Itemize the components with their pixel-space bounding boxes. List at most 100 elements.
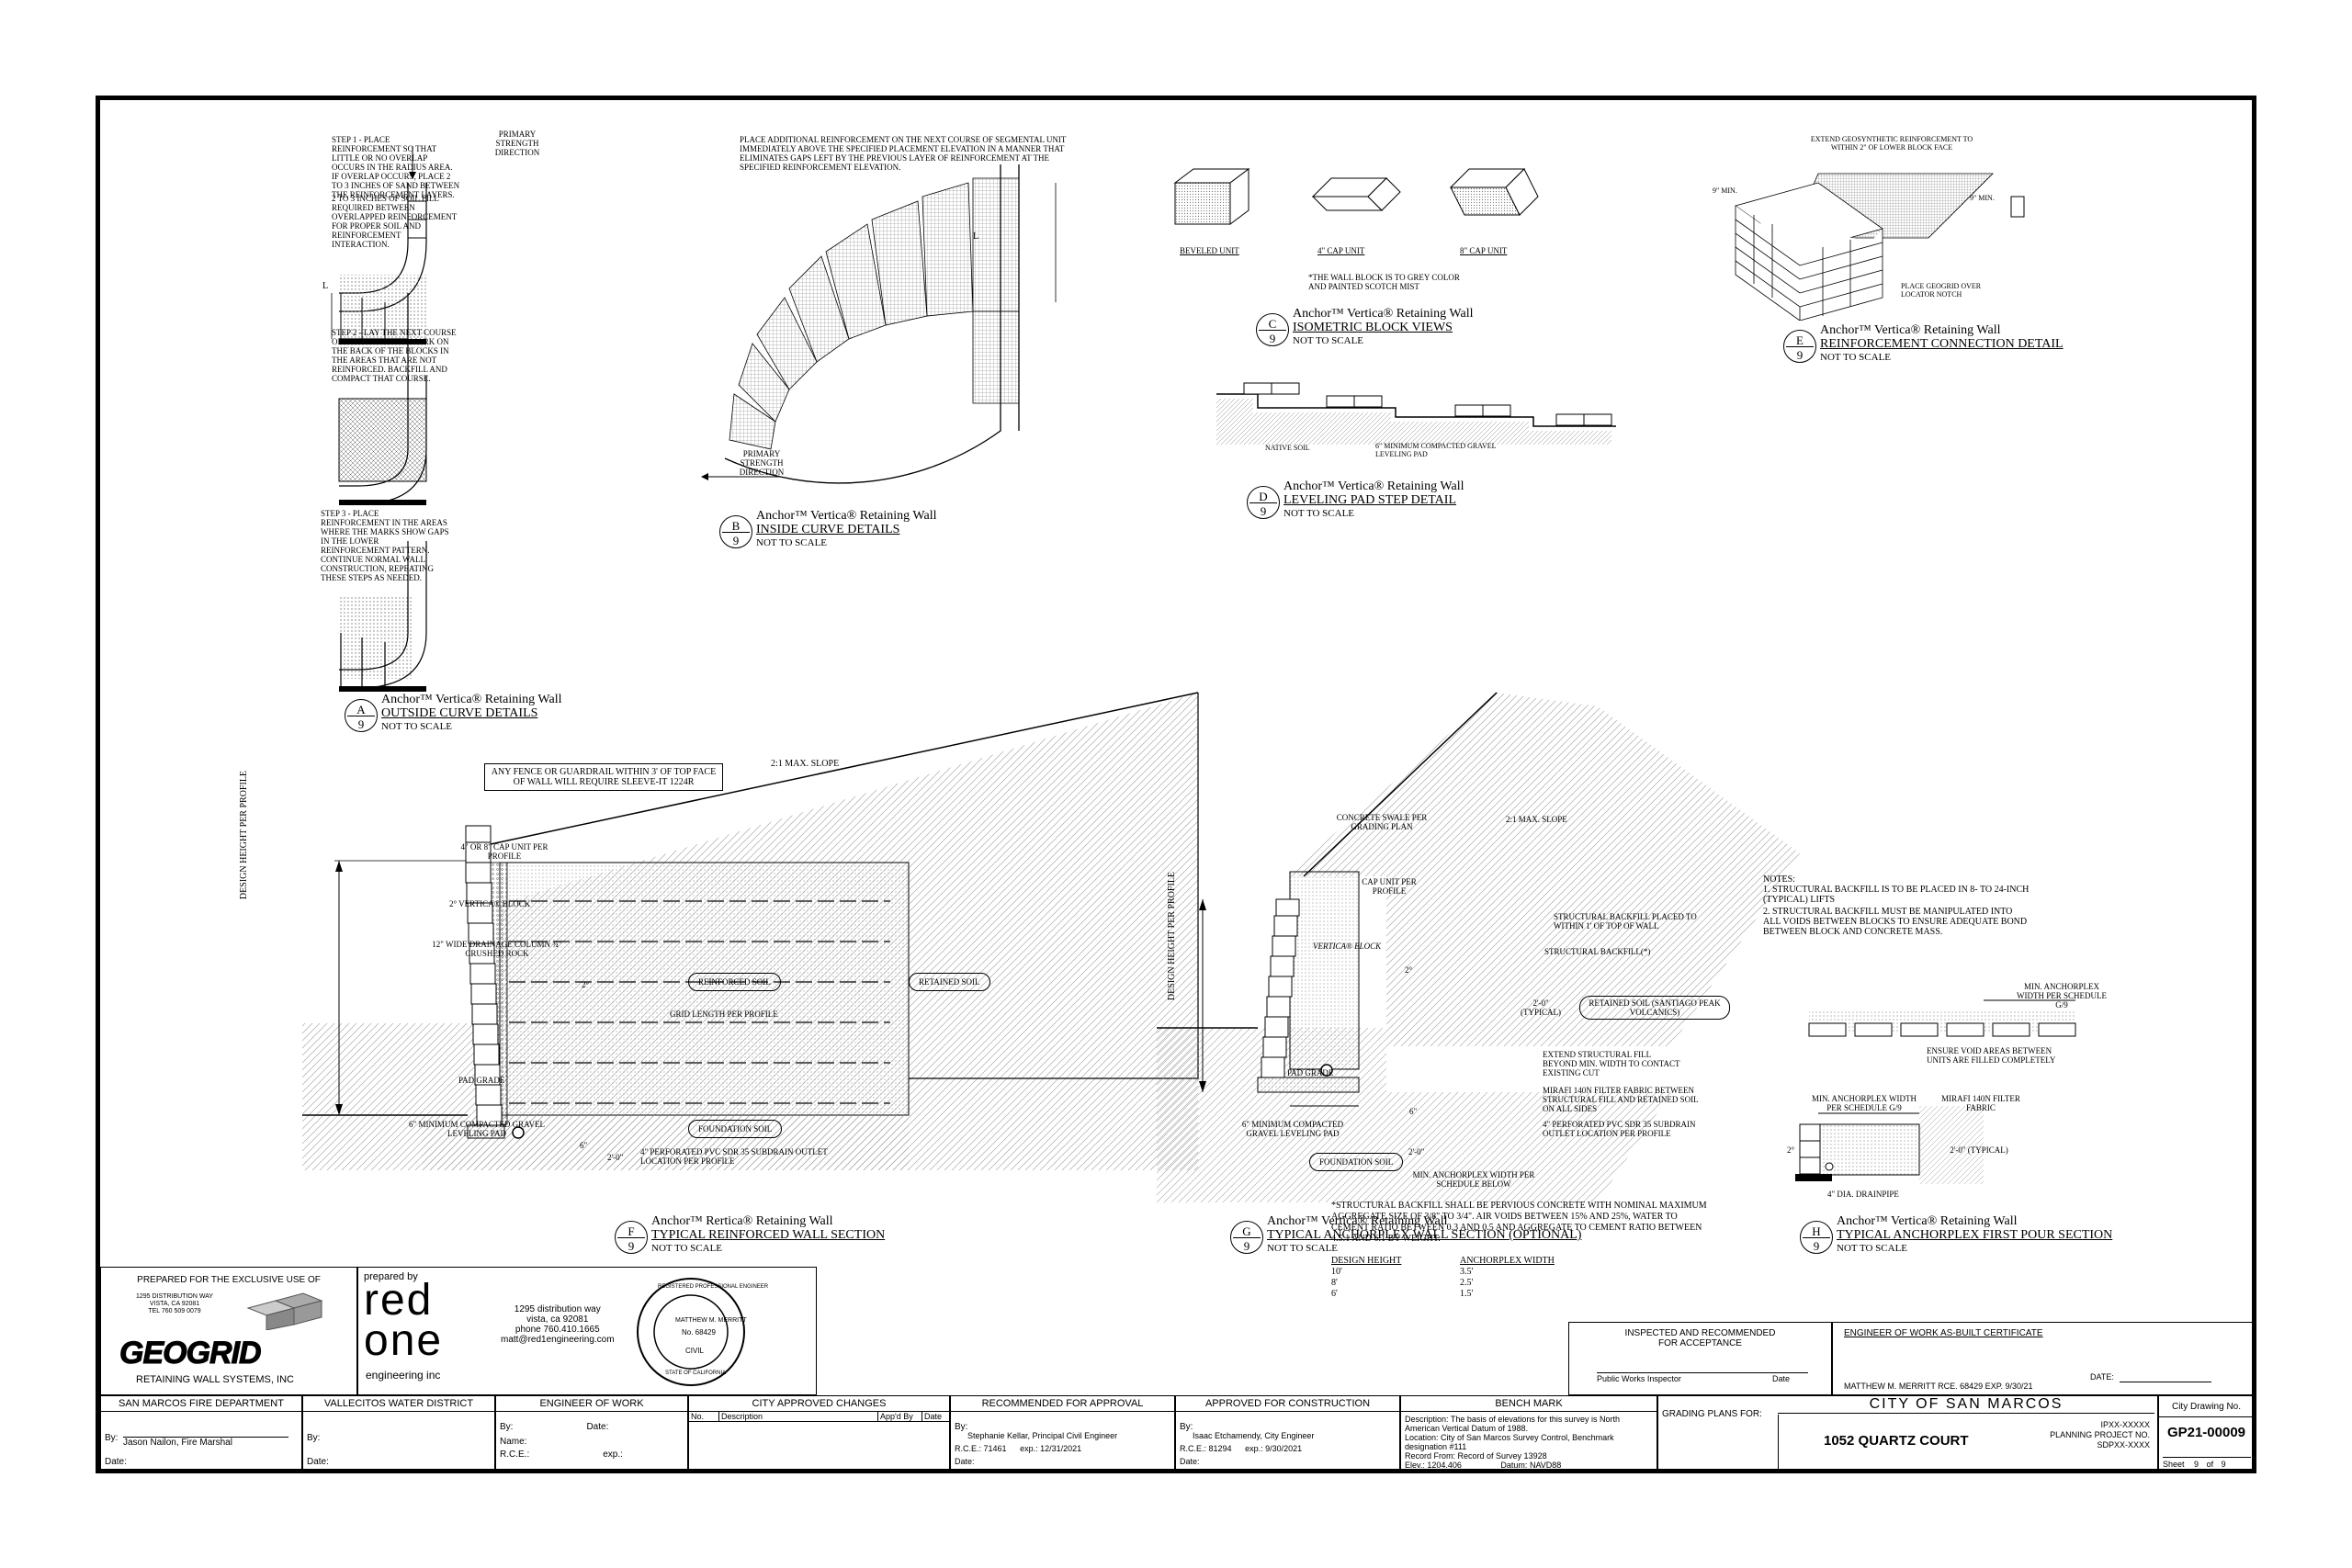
b-primary: PRIMARY STRENGTH DIRECTION bbox=[739, 449, 785, 477]
geogrid-blocks-icon bbox=[246, 1292, 323, 1330]
construction-name: Isaac Etchamendy, City Engineer bbox=[1193, 1431, 1315, 1440]
engineer-box: ENGINEER OF WORK By:Date: Name: R.C.E.:e… bbox=[495, 1395, 688, 1473]
d-native: NATIVE SOIL bbox=[1265, 444, 1310, 452]
seal-name: MATTHEW M. MERRITT bbox=[675, 1317, 747, 1324]
recommended-header: RECOMMENDED FOR APPROVAL bbox=[951, 1396, 1174, 1412]
g-sb1: STRUCTURAL BACKFILL PLACED TO WITHIN 1' … bbox=[1554, 912, 1697, 931]
g-retained: RETAINED SOIL (SANTIAGO PEAK VOLCANICS) bbox=[1579, 996, 1730, 1020]
prepared-for-box: PREPARED FOR THE EXCLUSIVE USE OF 1295 D… bbox=[100, 1267, 357, 1395]
detail-e-title: Anchor™ Vertica® Retaining Wall REINFORC… bbox=[1820, 323, 2064, 363]
benchmark-elev: 1204.406 bbox=[1427, 1461, 1462, 1470]
detail-g-title: Anchor™ Vertica® Retaining Wall TYPICAL … bbox=[1267, 1214, 1582, 1254]
construction-by: By: bbox=[1180, 1422, 1193, 1432]
g-d20: 2'-0" bbox=[1408, 1147, 1425, 1156]
c-note: *THE WALL BLOCK IS TO GREY COLOR AND PAI… bbox=[1308, 273, 1460, 291]
seal-top: REGISTERED PROFESSIONAL ENGINEER bbox=[658, 1284, 769, 1290]
c-cap4: 4" CAP UNIT bbox=[1317, 246, 1365, 255]
water-district-box: VALLECITOS WATER DISTRICT By: Date: bbox=[302, 1395, 495, 1473]
g-swale: CONCRETE SWALE PER GRADING PLAN bbox=[1336, 813, 1428, 831]
city-name: CITY OF SAN MARCOS bbox=[1778, 1396, 2154, 1414]
water-by: By: bbox=[307, 1433, 321, 1443]
f-d20: 2'-0" bbox=[607, 1153, 624, 1162]
project-name: 1052 QUARTZ COURT bbox=[1824, 1433, 1969, 1449]
g-sb2: STRUCTURAL BACKFILL(*) bbox=[1544, 947, 1651, 956]
water-date: Date: bbox=[307, 1457, 329, 1467]
recommended-box: RECOMMENDED FOR APPROVAL By: Stephanie K… bbox=[950, 1395, 1175, 1473]
b-note: PLACE ADDITIONAL REINFORCEMENT ON THE NE… bbox=[740, 135, 1067, 172]
redone-logo-red: red bbox=[364, 1276, 434, 1325]
benchmark-datum: NAVD88 bbox=[1529, 1461, 1562, 1470]
leveling-pad-drawing bbox=[1216, 382, 1616, 445]
drawing-number-box: City Drawing No. GP21-00009 Sheet 9 of 9 bbox=[2158, 1395, 2255, 1473]
inspected-text: INSPECTED AND RECOMMENDED FOR ACCEPTANCE bbox=[1624, 1328, 1776, 1348]
f-d6: 6" bbox=[580, 1141, 588, 1150]
prepared-for-header: PREPARED FOR THE EXCLUSIVE USE OF bbox=[137, 1275, 321, 1285]
construction-rce: 81294 bbox=[1208, 1444, 1232, 1453]
engineer-name: Name: bbox=[500, 1437, 527, 1447]
sdp-number: SDPXX-XXXX bbox=[2097, 1440, 2150, 1450]
prepared-by-label: prepared by bbox=[364, 1271, 418, 1282]
e-min2: 9" MIN. bbox=[1970, 194, 1995, 202]
benchmark-header: BENCH MARK bbox=[1401, 1396, 1657, 1412]
detail-d-title: Anchor™ Vertica® Retaining Wall LEVELING… bbox=[1283, 479, 1464, 519]
a-soil-note: 2 TO 3 INCHES OF SOIL FILL REQUIRED BETW… bbox=[332, 194, 458, 249]
f-drain: 12" WIDE DRAINAGE COLUMN ¾" CRUSHED ROCK bbox=[432, 940, 562, 958]
engineer-by: By: bbox=[500, 1422, 514, 1432]
construction-date: Date: bbox=[1180, 1457, 1200, 1466]
benchmark-location: City of San Marcos Survey Control, Bench… bbox=[1405, 1433, 1614, 1451]
g-minw: MIN. ANCHORPLEX WIDTH PER SCHEDULE BELOW bbox=[1412, 1170, 1535, 1189]
recommended-rce-label: R.C.E.: bbox=[955, 1444, 982, 1453]
recommended-date: Date: bbox=[955, 1457, 975, 1466]
h-minw2: MIN. ANCHORPLEX WIDTH PER SCHEDULE G/9 bbox=[1811, 1094, 1917, 1112]
e-extend: EXTEND GEOSYNTHETIC REINFORCEMENT TO WIT… bbox=[1810, 135, 1973, 152]
water-header: VALLECITOS WATER DISTRICT bbox=[303, 1396, 494, 1412]
recommended-by: By: bbox=[955, 1422, 968, 1432]
drawing-sheet: STEP 1 - PLACE REINFORCEMENT SO THAT LIT… bbox=[96, 96, 2256, 1473]
fire-dept-box: SAN MARCOS FIRE DEPARTMENT By: Jason Nai… bbox=[100, 1395, 302, 1473]
a-step3: STEP 3 - PLACE REINFORCEMENT IN THE AREA… bbox=[321, 509, 449, 582]
seal-bottom: STATE OF CALIFORNIA bbox=[665, 1371, 727, 1376]
g-pad-grade: PAD GRADE bbox=[1287, 1068, 1334, 1077]
h-mirafi: MIRAFI 140N FILTER FABRIC bbox=[1941, 1094, 2020, 1112]
recommended-rce: 71461 bbox=[983, 1444, 1007, 1453]
g-gravel: 6" MINIMUM COMPACTED GRAVEL LEVELING PAD bbox=[1241, 1120, 1344, 1138]
inspected-box: INSPECTED AND RECOMMENDED FOR ACCEPTANCE… bbox=[1568, 1322, 1832, 1395]
g-typ: 2'-0" (TYPICAL) bbox=[1521, 998, 1561, 1017]
recommended-exp: 12/31/2021 bbox=[1040, 1444, 1082, 1453]
h-drain: 4" DIA. DRAINPIPE bbox=[1827, 1190, 1899, 1199]
g-height: DESIGN HEIGHT PER PROFILE bbox=[1167, 871, 1177, 1001]
g-d2: 2° bbox=[1405, 965, 1413, 975]
a-step1: STEP 1 - PLACE REINFORCEMENT SO THAT LIT… bbox=[332, 135, 460, 199]
geogrid-address: 1295 DISTRIBUTION WAY VISTA, CA 92081 TE… bbox=[136, 1293, 214, 1314]
grading-label: GRADING PLANS FOR: bbox=[1662, 1409, 1762, 1419]
detail-a-title: Anchor™ Vertica® Retaining Wall OUTSIDE … bbox=[381, 693, 562, 732]
benchmark-desc-label: Description: bbox=[1405, 1415, 1449, 1424]
eow-name: MATTHEW M. MERRITT RCE. 68429 EXP. 9/30/… bbox=[1844, 1382, 2033, 1391]
g-d6: 6" bbox=[1409, 1107, 1418, 1116]
prepared-by-box: prepared by red one engineering inc 1295… bbox=[357, 1267, 817, 1395]
fire-date: Date: bbox=[105, 1457, 127, 1467]
fire-header: SAN MARCOS FIRE DEPARTMENT bbox=[101, 1396, 301, 1412]
d-pad: 6" MINIMUM COMPACTED GRAVEL LEVELING PAD bbox=[1375, 442, 1497, 458]
engineer-exp: exp.: bbox=[603, 1450, 623, 1460]
ipx-number: IPXX-XXXXX bbox=[2100, 1420, 2150, 1429]
eow-date: DATE: bbox=[2090, 1372, 2211, 1382]
f-pvc: 4" PERFORATED PVC SDR 35 SUBDRAIN OUTLET… bbox=[640, 1147, 828, 1166]
g-extend: EXTEND STRUCTURAL FILL BEYOND MIN. WIDTH… bbox=[1543, 1050, 1680, 1077]
f-gravel: 6" MINIMUM COMPACTED GRAVEL LEVELING PAD bbox=[409, 1120, 545, 1138]
engineer-rce: R.C.E.: bbox=[500, 1450, 530, 1460]
reinforcement-connection-drawing bbox=[1735, 173, 2025, 321]
benchmark-elev-label: Elev.: bbox=[1405, 1461, 1425, 1470]
f-slope: 2:1 MAX. SLOPE bbox=[771, 759, 840, 769]
detail-c-title: Anchor™ Vertica® Retaining Wall ISOMETRI… bbox=[1293, 307, 1474, 346]
changes-columns: No. Description App'd By Date bbox=[689, 1412, 949, 1422]
outside-curve-drawing bbox=[331, 146, 427, 692]
c-cap8: 8" CAP UNIT bbox=[1460, 246, 1508, 255]
f-grid: GRID LENGTH PER PROFILE bbox=[670, 1010, 778, 1019]
changes-header: CITY APPROVED CHANGES bbox=[689, 1396, 949, 1412]
